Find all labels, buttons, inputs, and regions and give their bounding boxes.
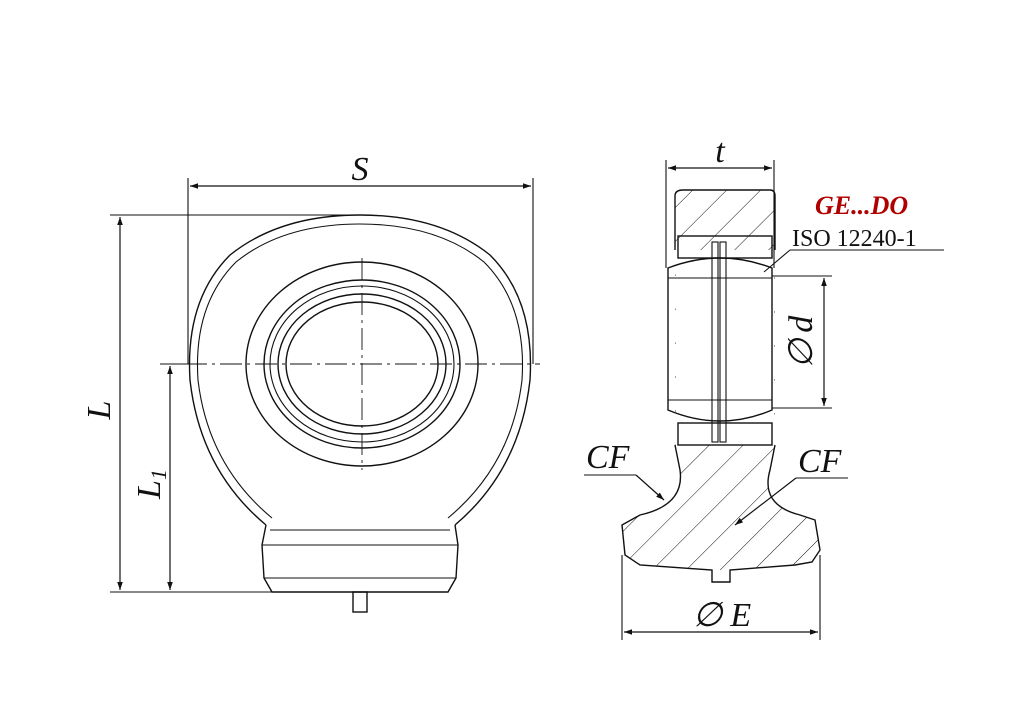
l1-label-main: L xyxy=(131,480,168,500)
cf-right-leader xyxy=(734,477,797,526)
bore-clear xyxy=(676,250,774,445)
d-label: ∅d xyxy=(783,315,820,369)
t-label: t xyxy=(715,133,726,170)
l-label: L xyxy=(81,401,118,421)
front-view: S L L1 xyxy=(81,151,540,613)
standard-label: ISO 12240-1 xyxy=(792,226,917,252)
section-view: t ∅d ∅E CF CF GE...DO ISO 12240-1 xyxy=(584,133,944,640)
cf-right-label: CF xyxy=(798,443,843,480)
inner-ring-sphere xyxy=(667,257,773,422)
shank-outline xyxy=(261,524,459,593)
cf-left-leader xyxy=(635,474,665,501)
l1-label: L1 xyxy=(131,469,171,500)
s-label: S xyxy=(352,151,369,188)
series-label: GE...DO xyxy=(815,191,908,220)
cf-left-label: CF xyxy=(586,439,631,476)
e-diameter-symbol: ∅ xyxy=(693,597,724,634)
lube-nipple xyxy=(352,591,368,613)
standard-leader xyxy=(763,249,791,273)
d-diameter-symbol: ∅ xyxy=(783,337,820,368)
eye-inner-contour xyxy=(196,223,524,519)
ring-split-left xyxy=(711,241,719,443)
outer-ring-bottom xyxy=(677,422,773,446)
l1-label-sub: 1 xyxy=(146,469,171,480)
e-label-letter: E xyxy=(729,597,751,634)
d-label-letter: d xyxy=(783,315,820,333)
ring-split-right xyxy=(719,241,727,443)
e-label: ∅E xyxy=(693,597,752,634)
